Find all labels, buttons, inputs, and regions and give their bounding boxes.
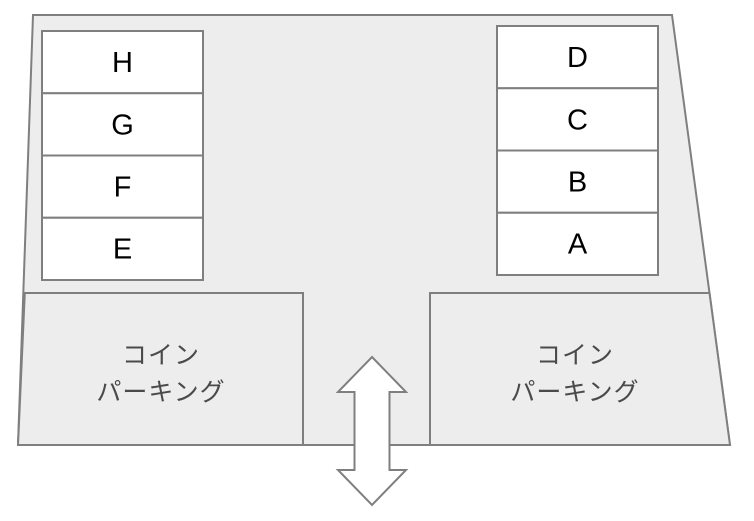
- stall-B-label: B: [568, 167, 587, 199]
- stall-A[interactable]: [496, 211, 659, 276]
- stall-D[interactable]: [496, 25, 659, 90]
- stall-G-label: G: [111, 110, 134, 142]
- stall-H-label: H: [112, 47, 133, 79]
- stall-C-label: C: [567, 105, 588, 137]
- stall-B[interactable]: [496, 149, 659, 214]
- stall-F[interactable]: [41, 154, 204, 219]
- left-coin-parking-label-line1: コイン: [122, 341, 200, 370]
- right-stall-block: D C B A: [496, 25, 659, 276]
- stall-E-label: E: [113, 234, 132, 266]
- left-coin-parking-label-line2: パーキング: [96, 378, 225, 407]
- stall-D-label: D: [567, 42, 588, 74]
- double-headed-vertical-arrow-icon: [335, 355, 409, 507]
- stall-E[interactable]: [41, 216, 204, 281]
- stall-F-label: F: [114, 172, 132, 204]
- left-stall-block: H G F E: [41, 30, 204, 281]
- stall-C[interactable]: [496, 87, 659, 152]
- right-coin-parking-label-line2: パーキング: [510, 378, 639, 407]
- stall-H[interactable]: [41, 30, 204, 95]
- left-coin-parking-area[interactable]: [16, 292, 304, 446]
- right-coin-parking-label-line1: コイン: [536, 341, 614, 370]
- stall-A-label: A: [568, 229, 588, 261]
- right-coin-parking-area[interactable]: [429, 292, 732, 446]
